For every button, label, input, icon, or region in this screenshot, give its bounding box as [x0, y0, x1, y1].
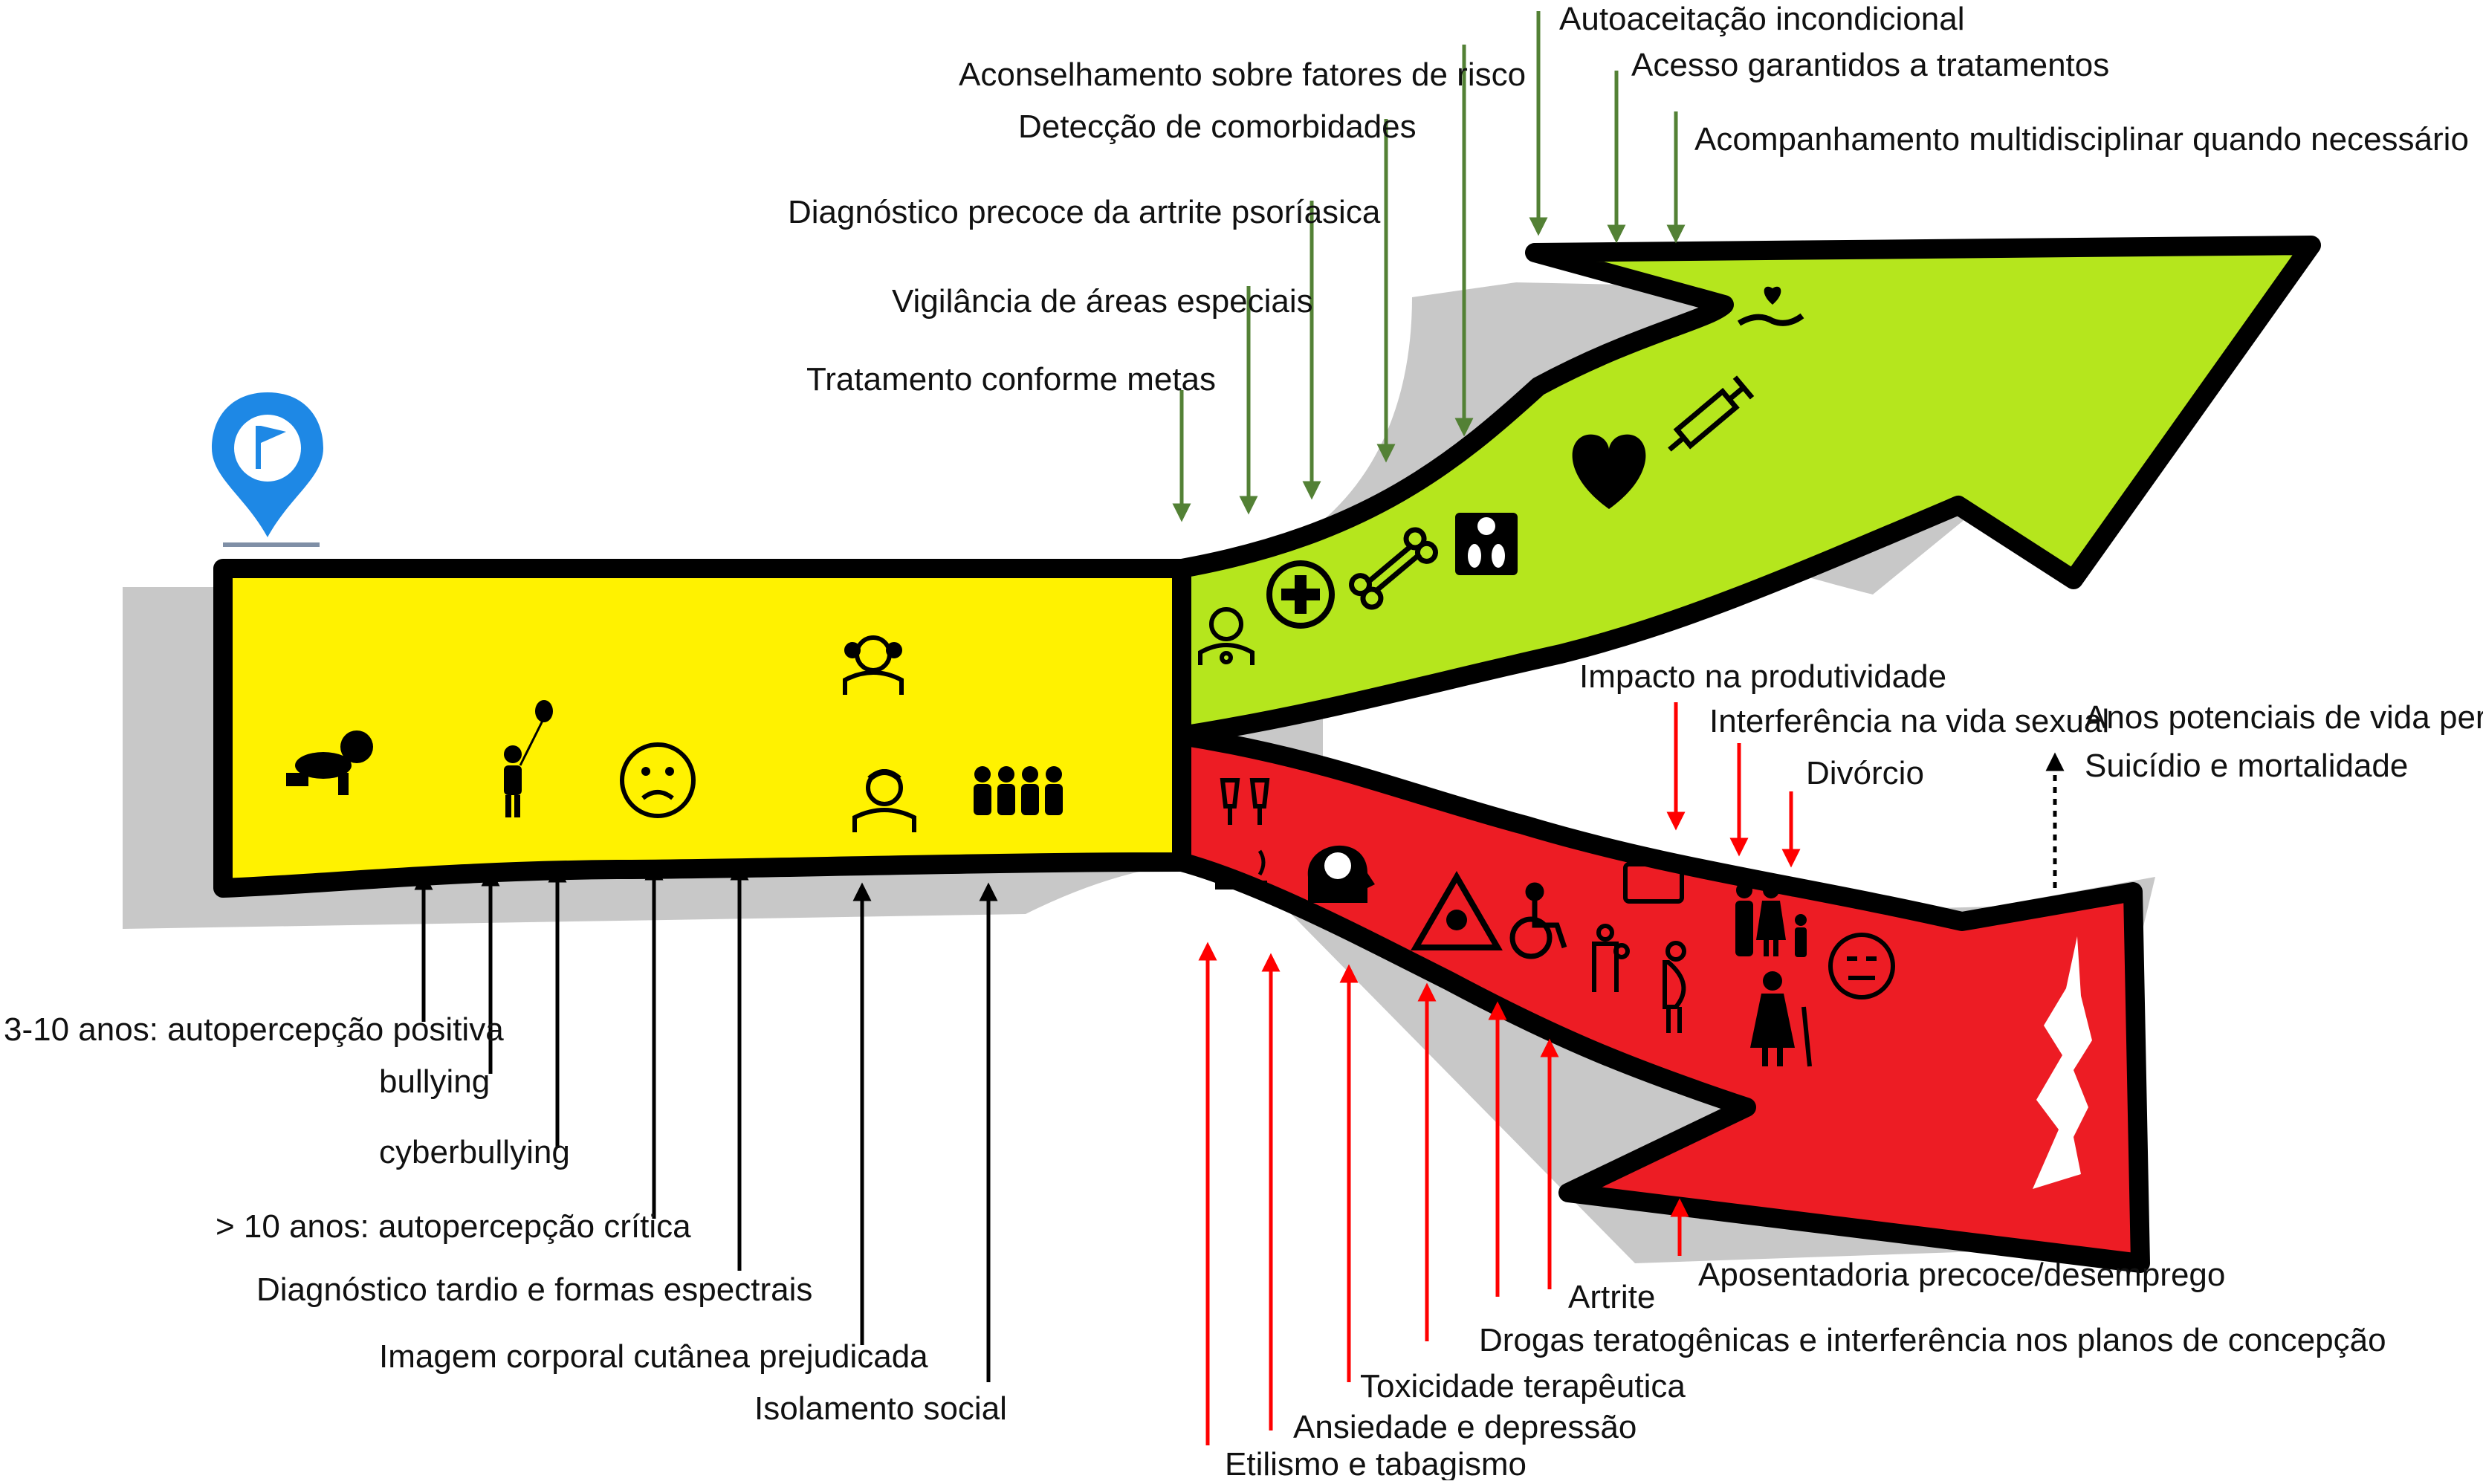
positive-intervention-labels: Autoaceitação incondicional Acesso garan…: [788, 1, 2469, 398]
toasting-glasses-icon: [1220, 778, 1270, 825]
pregnant-woman-icon: [1663, 941, 1686, 1033]
head-brain-icon: [1307, 845, 1375, 903]
label-aposentadoria: Aposentadoria precoce/desemprego: [1698, 1257, 2225, 1293]
boy-icon: [852, 769, 916, 832]
scale-icon: [1455, 513, 1518, 575]
girl-icon: [843, 635, 904, 695]
label-anos-vida-perdidos: Anos potenciais de vida perdidos: [2085, 699, 2483, 736]
label-autopercepcao-critica: > 10 anos: autopercepção crítica: [216, 1208, 691, 1245]
negative-outcome-labels-bottom: Aposentadoria precoce/desemprego Artrite…: [1225, 1257, 2386, 1483]
label-acesso-tratamentos: Acesso garantidos a tratamentos: [1631, 47, 2109, 83]
family-icon: [1735, 882, 1807, 957]
hand-heart-icon: [1737, 286, 1804, 326]
label-etilismo-tabagismo: Etilismo e tabagismo: [1225, 1446, 1527, 1480]
doctor-icon: [1198, 607, 1255, 665]
mother-child-icon: [1592, 924, 1630, 992]
label-deteccao-comorbidades: Detecção de comorbidades: [1018, 108, 1417, 145]
label-ansiedade-depressao: Ansiedade e depressão: [1293, 1409, 1637, 1445]
label-vigilancia: Vigilância de áreas especiais: [892, 283, 1313, 320]
label-interferencia-sexual: Interferência na vida sexual: [1709, 703, 2109, 739]
label-autoaceitacao: Autoaceitação incondicional: [1559, 1, 1965, 37]
neutral-face-icon: [1828, 933, 1895, 999]
child-with-balloon-icon: [504, 700, 553, 817]
label-divorcio: Divórcio: [1806, 755, 1924, 791]
smoking-icon: [1215, 849, 1267, 890]
green-upper-arrow: [1172, 236, 2321, 745]
group-of-people-icon: [974, 766, 1063, 815]
label-bullying: bullying: [379, 1063, 490, 1100]
label-suicidio-mortalidade: Suicídio e mortalidade: [2085, 748, 2408, 784]
label-drogas-teratogenicas: Drogas teratogênicas e interferência nos…: [1479, 1322, 2386, 1358]
syringe-icon: [1668, 375, 1755, 452]
location-flag-icon: [212, 392, 323, 547]
label-impacto-produtividade: Impacto na produtividade: [1579, 658, 1946, 695]
heart-icon: [1572, 434, 1646, 509]
red-pointer-arrows-top: [1666, 702, 1801, 868]
wheelchair-icon: [1509, 882, 1567, 959]
label-diagnostico-tardio: Diagnóstico tardio e formas espectrais: [256, 1271, 812, 1308]
label-tratamento-metas: Tratamento conforme metas: [806, 361, 1216, 398]
childhood-factor-labels: 3-10 anos: autopercepção positiva bullyi…: [4, 1011, 1007, 1427]
yellow-trunk: [213, 559, 1191, 898]
elderly-woman-icon: [1750, 971, 1812, 1067]
bone-icon: [1349, 527, 1438, 610]
crawling-baby-icon: [286, 730, 373, 795]
briefcase-icon: [1623, 853, 1684, 904]
green-pointer-arrows: [1172, 11, 1686, 522]
label-isolamento-social: Isolamento social: [754, 1390, 1007, 1427]
label-autopercepcao-positiva: 3-10 anos: autopercepção positiva: [4, 1011, 504, 1048]
negative-outcome-labels-top: Impacto na produtividade Interferência n…: [1579, 658, 2483, 791]
toxic-warning-icon: [1411, 871, 1503, 950]
label-cyberbullying: cyberbullying: [379, 1134, 570, 1170]
label-artrite: Artrite: [1568, 1279, 1655, 1315]
sad-face-icon: [620, 742, 696, 818]
childhood-pointer-arrows: [414, 861, 998, 1382]
red-lower-arrow: [1172, 726, 2150, 1273]
white-crack: [2033, 936, 2092, 1189]
medical-cross-icon: [1266, 560, 1335, 629]
arrow-layer: [213, 236, 2321, 1273]
red-pointer-arrows-bottom: [1198, 942, 1689, 1445]
label-aconselhamento: Aconselhamento sobre fatores de risco: [959, 56, 1526, 93]
label-imagem-corporal: Imagem corporal cutânea prejudicada: [379, 1338, 928, 1375]
label-acompanhamento: Acompanhamento multidisciplinar quando n…: [1694, 121, 2469, 158]
label-toxicidade: Toxicidade terapêutica: [1360, 1368, 1686, 1404]
label-diagnostico-precoce: Diagnóstico precoce da artrite psoríasic…: [788, 194, 1381, 230]
